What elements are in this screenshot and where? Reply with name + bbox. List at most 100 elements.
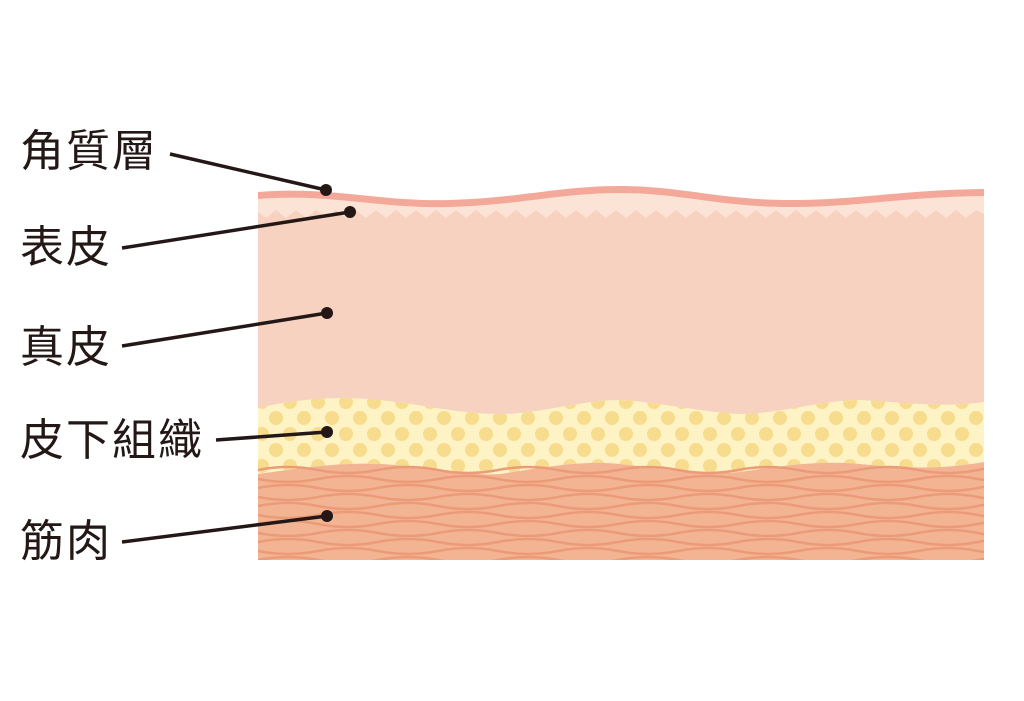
fat-dot bbox=[941, 411, 955, 425]
fat-dot bbox=[297, 411, 311, 425]
fat-dot bbox=[675, 427, 689, 441]
fat-dot bbox=[549, 443, 563, 457]
fat-dot bbox=[395, 427, 409, 441]
fat-dot bbox=[773, 411, 787, 425]
label-epidermis: 表皮 bbox=[20, 206, 356, 273]
fat-dot bbox=[885, 443, 899, 457]
fat-dot bbox=[689, 411, 703, 425]
fat-dot bbox=[633, 411, 647, 425]
muscle-fibers bbox=[258, 465, 984, 560]
muscle-fiber bbox=[258, 537, 984, 547]
leader-dot bbox=[321, 307, 333, 319]
fat-dot bbox=[521, 443, 535, 457]
fat-dot bbox=[745, 443, 759, 457]
muscle-fiber bbox=[258, 492, 984, 502]
fat-dot bbox=[731, 427, 745, 441]
fat-dot bbox=[969, 443, 983, 457]
fat-dot bbox=[507, 427, 521, 441]
stratum-corneum-layer bbox=[258, 186, 984, 208]
leader-line bbox=[121, 210, 351, 250]
fat-dot bbox=[258, 427, 269, 441]
fat-dot bbox=[745, 411, 759, 425]
leader-line bbox=[121, 514, 328, 544]
muscle-fiber bbox=[258, 510, 984, 520]
muscle-fiber bbox=[258, 465, 984, 475]
fat-dot bbox=[269, 443, 283, 457]
leader-dot bbox=[344, 206, 356, 218]
fat-dot bbox=[479, 427, 493, 441]
fat-dot bbox=[591, 427, 605, 441]
label-dermis: 真皮 bbox=[20, 307, 333, 373]
fat-dot bbox=[773, 443, 787, 457]
fat-dot bbox=[941, 443, 955, 457]
fat-dot bbox=[717, 411, 731, 425]
fat-dot bbox=[787, 427, 801, 441]
fat-dot bbox=[465, 411, 479, 425]
fat-dot bbox=[759, 427, 773, 441]
leader-line bbox=[169, 152, 327, 192]
fat-dot bbox=[927, 427, 941, 441]
fat-dot bbox=[381, 443, 395, 457]
label-text-dermis: 真皮 bbox=[20, 322, 112, 373]
fat-dot bbox=[871, 427, 885, 441]
fat-dot bbox=[829, 411, 843, 425]
fat-dot bbox=[437, 443, 451, 457]
fat-dot bbox=[703, 459, 717, 473]
fat-dot bbox=[605, 443, 619, 457]
leader-dot bbox=[320, 184, 332, 196]
label-text-muscle: 筋肉 bbox=[20, 516, 112, 567]
fat-dot bbox=[381, 411, 395, 425]
fat-dot bbox=[857, 443, 871, 457]
leader-line bbox=[121, 311, 328, 348]
fat-dot bbox=[577, 443, 591, 457]
label-stratum-corneum: 角質層 bbox=[20, 126, 332, 196]
epidermis-layer bbox=[258, 192, 984, 218]
fat-dot bbox=[843, 427, 857, 441]
label-text-subcutaneous: 皮下組織 bbox=[20, 415, 204, 466]
fat-dot bbox=[955, 427, 969, 441]
fat-dot bbox=[703, 427, 717, 441]
fat-dot bbox=[258, 459, 269, 473]
fat-dot bbox=[577, 411, 591, 425]
fat-dot bbox=[353, 443, 367, 457]
fat-dot bbox=[801, 411, 815, 425]
fat-dot bbox=[899, 427, 913, 441]
leader-dot bbox=[321, 426, 333, 438]
muscle-fiber bbox=[258, 483, 984, 493]
fat-dot bbox=[367, 427, 381, 441]
fat-dot bbox=[913, 411, 927, 425]
leader-dot bbox=[321, 510, 333, 522]
leader-line bbox=[215, 430, 328, 442]
fat-dot bbox=[549, 411, 563, 425]
muscle-fiber bbox=[258, 474, 984, 484]
fat-dot bbox=[451, 459, 465, 473]
fat-dot bbox=[913, 443, 927, 457]
fat-dot bbox=[507, 459, 521, 473]
fat-dot bbox=[829, 443, 843, 457]
fat-dot bbox=[339, 427, 353, 441]
fat-dot bbox=[857, 411, 871, 425]
fat-dot bbox=[521, 411, 535, 425]
fat-dot bbox=[409, 411, 423, 425]
fat-dot bbox=[661, 411, 675, 425]
fat-dot bbox=[437, 411, 451, 425]
fat-dot bbox=[633, 443, 647, 457]
fat-dot bbox=[325, 443, 339, 457]
muscle-fiber bbox=[258, 519, 984, 529]
fat-dot bbox=[325, 411, 339, 425]
fat-dot bbox=[563, 427, 577, 441]
fat-dot bbox=[885, 411, 899, 425]
fat-dot bbox=[493, 411, 507, 425]
fat-dot bbox=[815, 427, 829, 441]
fat-dot bbox=[717, 443, 731, 457]
label-text-epidermis: 表皮 bbox=[20, 222, 112, 273]
fat-dot bbox=[465, 443, 479, 457]
fat-dot bbox=[339, 398, 353, 409]
fat-dot bbox=[409, 443, 423, 457]
muscle-layer bbox=[258, 462, 984, 560]
fat-dot bbox=[605, 411, 619, 425]
muscle-fiber bbox=[258, 501, 984, 511]
label-subcutaneous: 皮下組織 bbox=[20, 415, 333, 466]
fat-dot bbox=[353, 411, 367, 425]
